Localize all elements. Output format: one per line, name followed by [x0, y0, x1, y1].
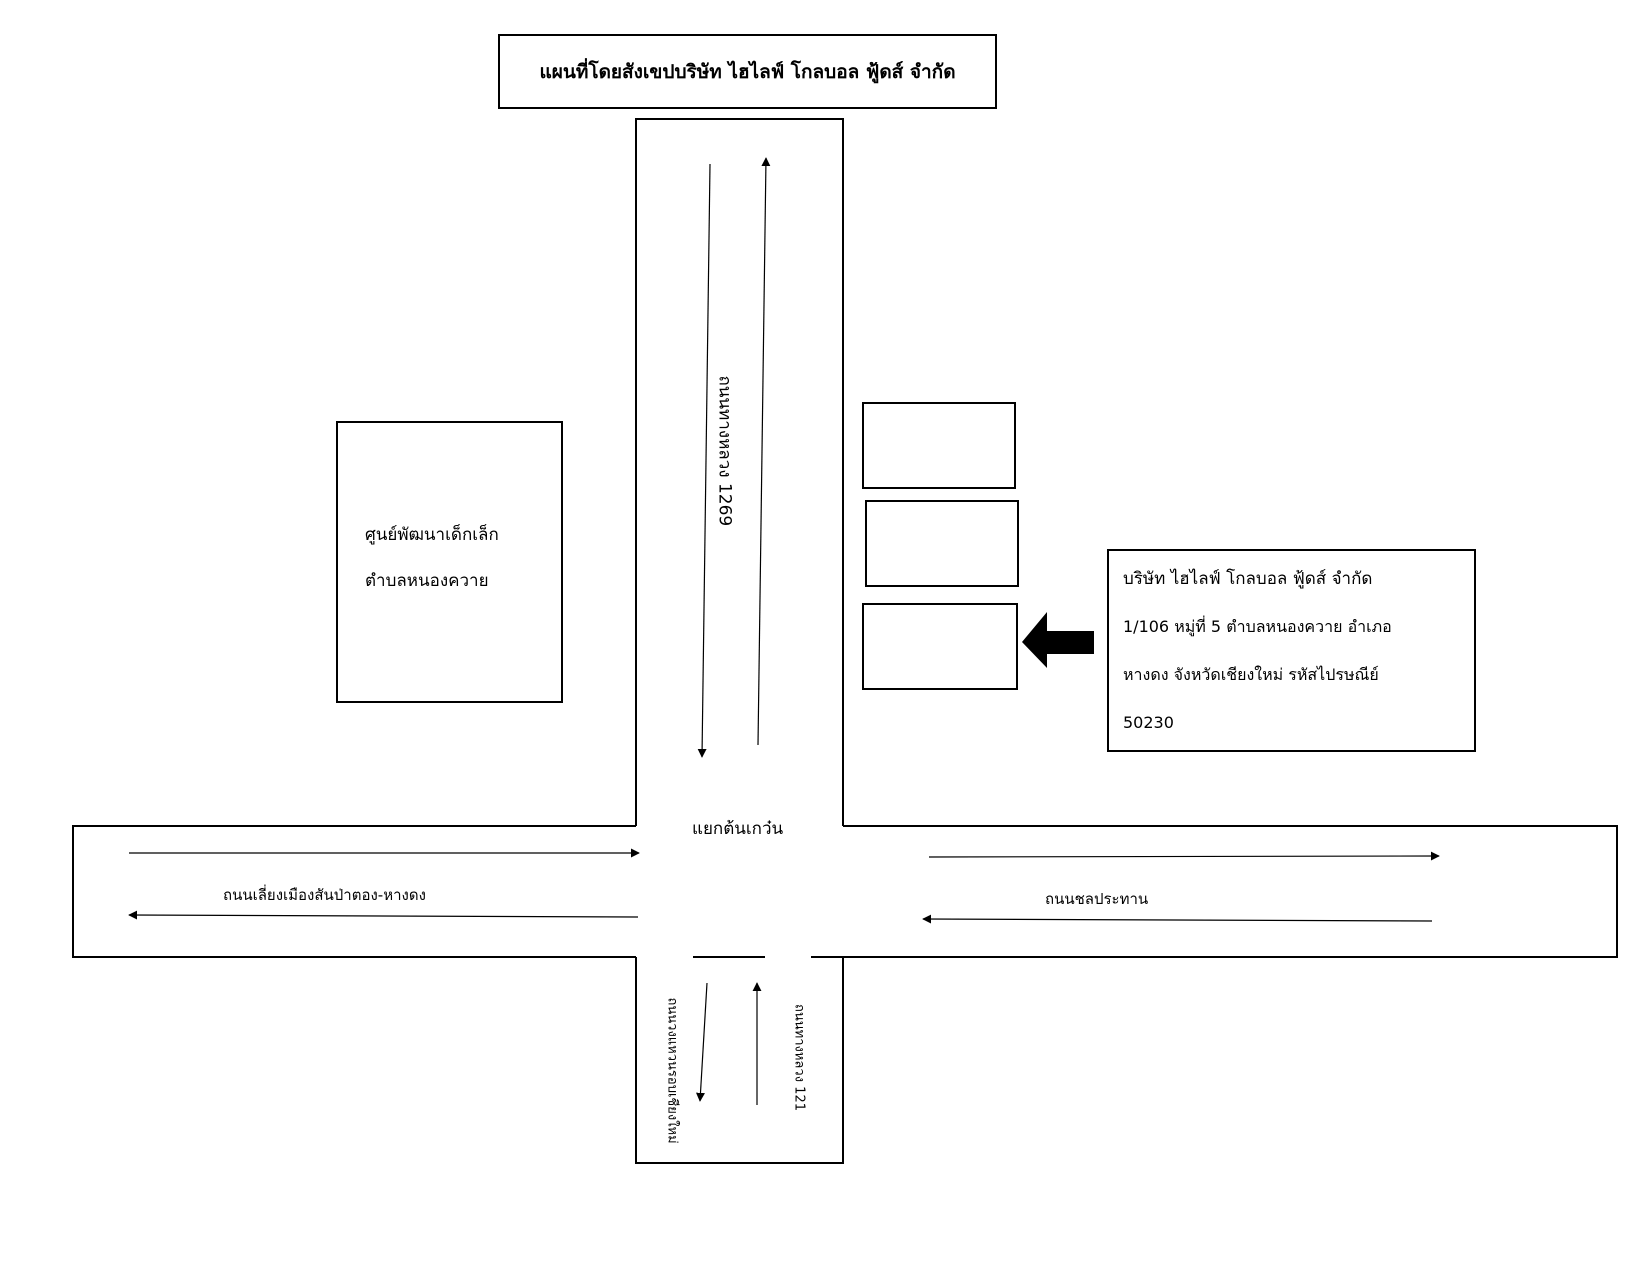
- west-road-arrow-west: [128, 910, 639, 920]
- map-title-box: แผนที่โดยสังเขปบริษัท ไฮไลฟ์ โกลบอล ฟู้ด…: [498, 34, 997, 109]
- map-title: แผนที่โดยสังเขปบริษัท ไฮไลฟ์ โกลบอล ฟู้ด…: [539, 60, 956, 83]
- child-development-center-box: ศูนย์พัฒนาเด็กเล็ก ตำบลหนองควาย: [336, 421, 563, 703]
- west-road-outline: [72, 825, 636, 958]
- company-postal-code: 50230: [1123, 713, 1174, 732]
- building-2: [865, 500, 1019, 587]
- landmark-label-line2: ตำบลหนองควาย: [365, 571, 489, 591]
- south-road-left-label: ถนนวงแหวนรอบเชียงใหม่: [664, 997, 680, 1144]
- north-road-outline: [635, 118, 844, 826]
- company-building: [862, 603, 1018, 690]
- north-road-arrow-down: [697, 163, 711, 758]
- company-name: บริษัท ไฮไลฟ์ โกลบอล ฟู้ดส์ จำกัด: [1123, 569, 1373, 589]
- north-road-label: ถนนทางหลวง 1269: [714, 375, 735, 527]
- company-address-line2: หางดง จังหวัดเชียงใหม่ รหัสไปรษณีย์: [1123, 665, 1379, 684]
- intersection-label: แยกต้นเกว๋น: [688, 815, 788, 842]
- east-road-arrow-west: [922, 914, 1433, 924]
- south-road-outline: [635, 957, 844, 1164]
- west-road-label: ถนนเลี่ยงเมืองสันป่าตอง-หางดง: [223, 886, 426, 904]
- building-1: [862, 402, 1016, 489]
- east-road-outline: [843, 825, 1618, 958]
- landmark-label-line1: ศูนย์พัฒนาเด็กเล็ก: [365, 525, 499, 545]
- north-road-arrow-up: [757, 157, 771, 746]
- south-road-right-label: ถนนทางหลวง 121: [791, 1004, 807, 1111]
- south-road-arrow-down: [695, 982, 708, 1102]
- company-pointer-arrow: [1022, 612, 1094, 668]
- company-address-line1: 1/106 หมู่ที่ 5 ตำบลหนองควาย อำเภอ: [1123, 617, 1392, 636]
- company-info-box: บริษัท ไฮไลฟ์ โกลบอล ฟู้ดส์ จำกัด 1/106 …: [1107, 549, 1476, 752]
- east-road-label: ถนนชลประทาน: [1045, 890, 1149, 908]
- east-road-arrow-east: [928, 851, 1440, 861]
